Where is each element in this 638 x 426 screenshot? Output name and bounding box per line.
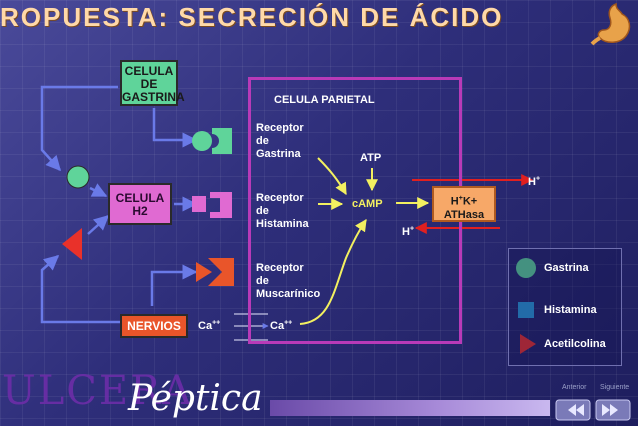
footer-bar — [270, 400, 550, 416]
nervios-box: NERVIOS — [120, 314, 188, 338]
legend-gastrina-label: Gastrina — [544, 262, 589, 274]
triangle-to-h2-line — [87, 214, 110, 235]
legend-histamina-icon — [518, 302, 534, 318]
proton-pump-line-1: H+K+ — [434, 192, 494, 209]
parietal-cell-label: CELULA PARIETAL — [274, 94, 375, 106]
histamina-receptor-shape — [210, 192, 232, 218]
gastrina-cell-label-1: CELULA — [124, 64, 174, 78]
atp-label: ATP — [360, 152, 382, 164]
gastrina-cell-label-2: DE — [140, 77, 158, 91]
acetilcolina-molecule — [62, 228, 82, 260]
ca-left-sup: ++ — [212, 319, 221, 327]
h-in-sup: + — [409, 225, 415, 233]
h2-cell: CELULA H2 — [108, 183, 172, 225]
muscarinic-receptor-shape — [208, 258, 234, 286]
gastrina-receptor-shape — [212, 128, 232, 154]
calcium-to-camp-arrow — [299, 219, 367, 325]
pump-h-text: H — [450, 195, 459, 208]
ca-right-sup: ++ — [284, 319, 293, 327]
legend-acetilcolina-icon — [520, 334, 536, 354]
stomach-icon — [590, 2, 631, 46]
legend — [508, 248, 622, 366]
h-out-text: H — [528, 176, 536, 188]
previous-nav-icon — [555, 399, 591, 421]
nervios-to-triangle-line — [40, 255, 120, 324]
receptor-gastrina-label: Receptor de Gastrina — [256, 122, 304, 161]
acetilcolina-ligand — [196, 262, 212, 282]
previous-nav-label[interactable]: Anterior — [562, 384, 587, 391]
ca-right-text: Ca — [270, 320, 285, 332]
receptor-histamina-line-3: Histamina — [256, 218, 309, 230]
gastrina-cell: CELULA DE GASTRINA — [120, 60, 185, 106]
gastrina-to-camp-arrow — [317, 157, 347, 196]
receptor-gastrina-line-3: Gastrina — [256, 148, 301, 160]
receptor-gastrina-line-1: Receptor — [256, 122, 304, 134]
pump-k-text: K+ — [462, 195, 478, 208]
pump-h-sup: + — [458, 195, 463, 202]
receptor-muscarinico-label: Receptor de Muscarínico — [256, 262, 320, 301]
legend-gastrina-icon — [516, 258, 536, 278]
receptor-muscarinico-line-2: de — [256, 275, 269, 287]
nervios-to-receptor-line — [150, 264, 198, 306]
legend-acetilcolina-label: Acetilcolina — [544, 338, 606, 350]
footer-ulcera: ULCERA — [2, 368, 194, 414]
receptor-histamina-line-2: de — [256, 205, 269, 217]
receptor-muscarinico-line-1: Receptor — [256, 262, 304, 274]
ca-left-text: Ca — [198, 320, 213, 332]
gastrina-molecule — [66, 165, 90, 189]
page-title: ROPUESTA: SECRECIÓN DE ÁCIDO — [0, 2, 504, 32]
footer-peptica: Péptica — [128, 378, 263, 419]
h2-cell-label-2: H2 — [132, 204, 148, 218]
receptor-gastrina-line-2: de — [256, 135, 269, 147]
h2-cell-label-1: CELULA — [115, 191, 165, 205]
next-nav-label[interactable]: Siguiente — [600, 384, 630, 391]
gastrina-to-green-line — [40, 85, 118, 172]
camp-label: cAMP — [352, 198, 383, 210]
legend-histamina-label: Histamina — [544, 304, 597, 316]
receptor-muscarinico-line-3: Muscarínico — [256, 288, 321, 300]
gastrina-ligand — [192, 131, 212, 151]
next-nav-icon — [595, 399, 631, 421]
ca-right-label: Ca++ — [270, 319, 293, 333]
gastrina-to-receptor-line — [152, 108, 198, 148]
h-in-label: H+ — [402, 225, 415, 239]
h-out-sup: + — [535, 175, 541, 183]
receptor-histamina-line-1: Receptor — [256, 192, 304, 204]
proton-pump: H+K+ ATHasa — [432, 186, 496, 222]
green-to-h2-line — [89, 183, 108, 198]
proton-pump-line-2: ATHasa — [443, 208, 485, 221]
ca-left-label: Ca++ — [198, 319, 221, 333]
gastrina-cell-label-3: GASTRINA — [122, 90, 185, 104]
h-in-text: H — [402, 226, 410, 238]
receptor-histamina-label: Receptor de Histamina — [256, 192, 309, 231]
h-out-label: H+ — [528, 175, 541, 189]
histamina-ligand — [192, 196, 206, 212]
